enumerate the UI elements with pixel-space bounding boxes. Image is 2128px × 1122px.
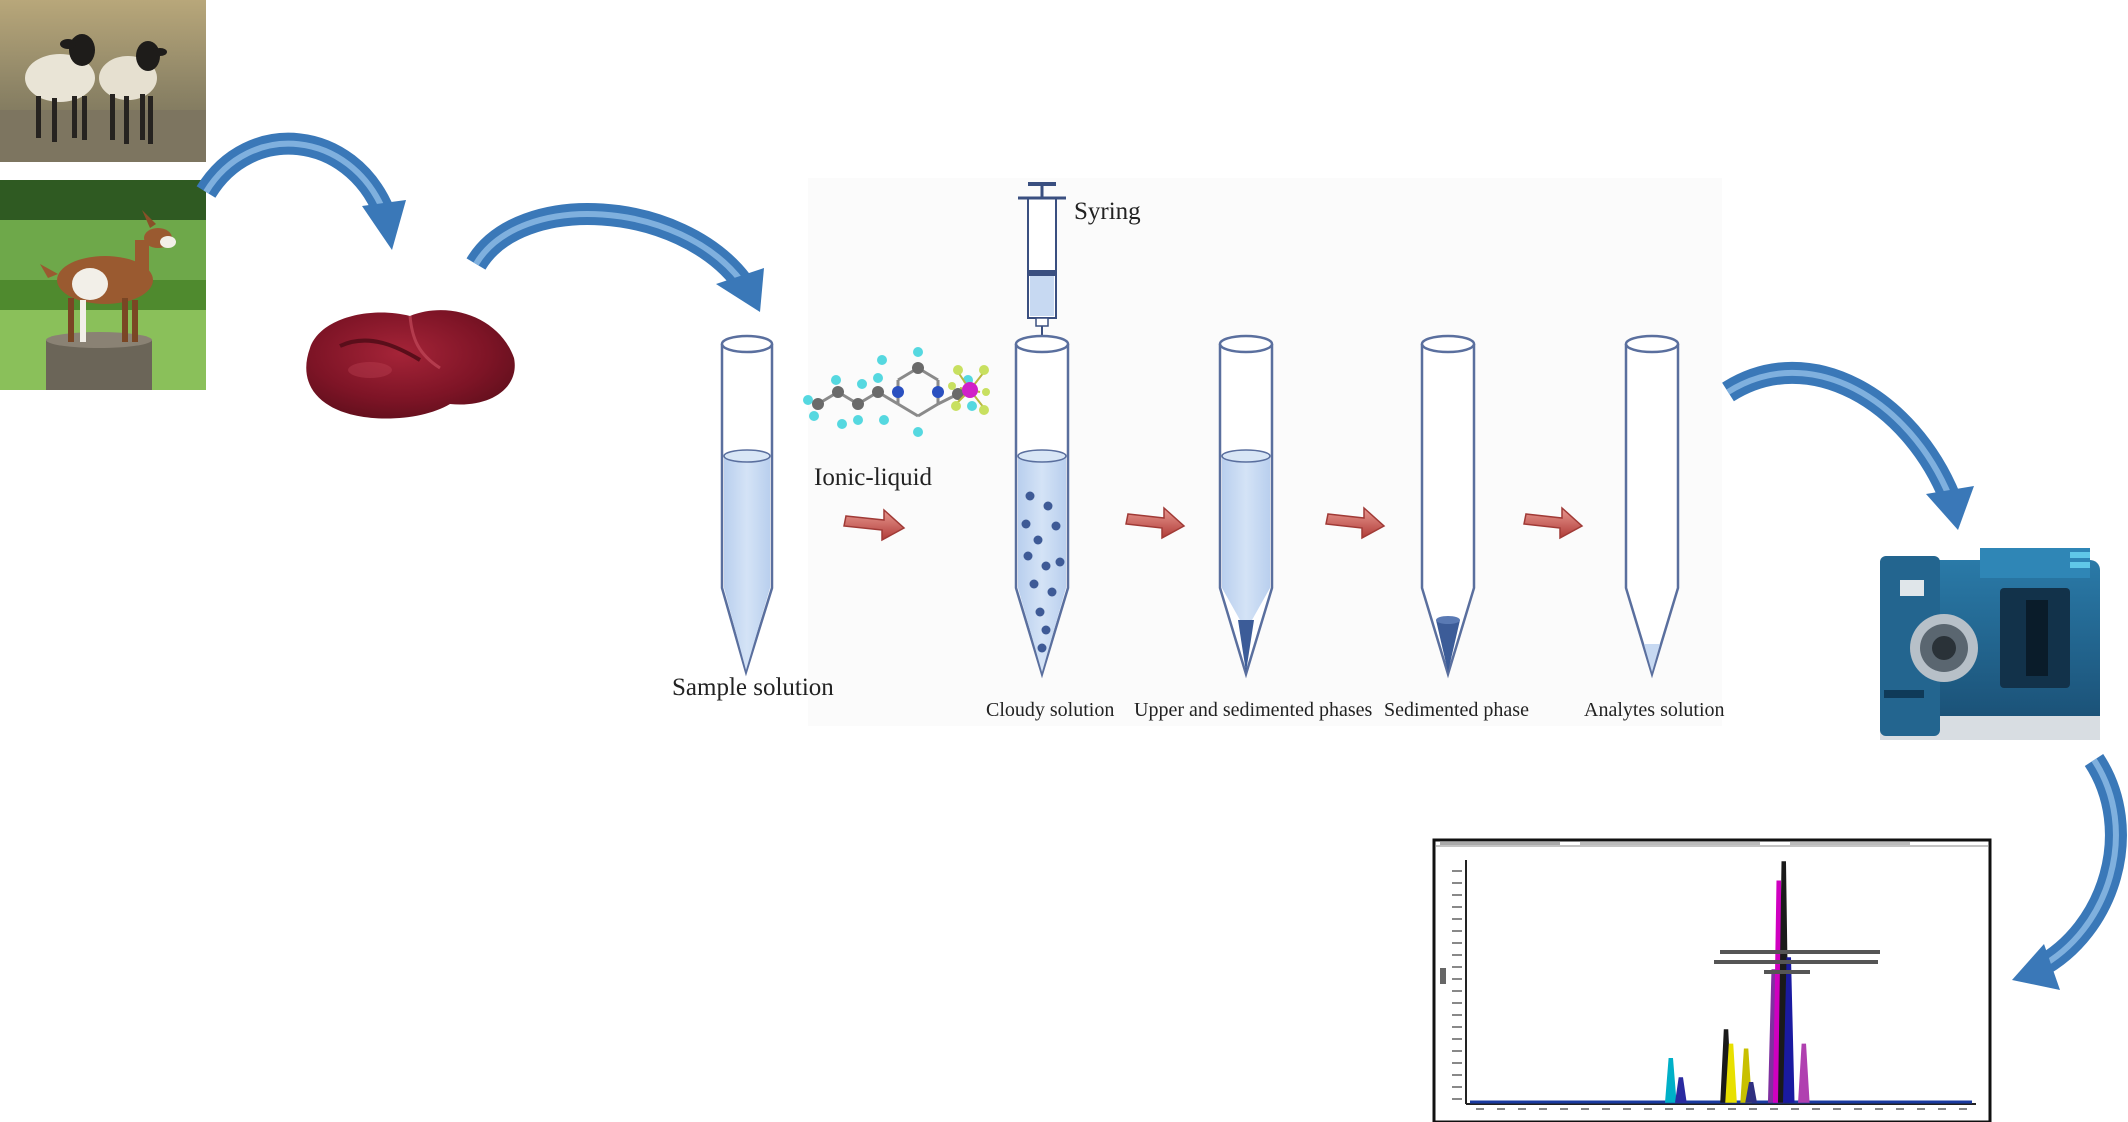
ionic-liquid-molecule — [803, 347, 977, 437]
y-tick — [1452, 1062, 1462, 1064]
x-tick — [1539, 1108, 1547, 1110]
x-tick — [1812, 1108, 1820, 1110]
flow-arrow-to-chromatogram — [2012, 753, 2127, 990]
x-tick — [1602, 1108, 1610, 1110]
x-tick — [1497, 1108, 1505, 1110]
liver-sample-image — [300, 288, 520, 428]
cloudy-solution-label: Cloudy solution — [986, 699, 1115, 721]
y-tick — [1452, 942, 1462, 944]
flow-arrow-liver-to-tube — [466, 203, 764, 312]
tube-upper-sedimented — [1218, 334, 1274, 679]
y-tick — [1452, 918, 1462, 920]
y-tick — [1452, 882, 1462, 884]
step-arrow-2 — [1125, 506, 1186, 540]
x-tick — [1686, 1108, 1694, 1110]
y-tick — [1452, 1050, 1462, 1052]
pf6-anion — [948, 365, 990, 415]
y-tick — [1452, 978, 1462, 980]
step-arrow-1 — [843, 508, 906, 542]
tube-analytes-solution — [1624, 334, 1680, 679]
chromatogram-legend-text — [1714, 950, 1880, 974]
y-tick — [1452, 1098, 1462, 1100]
sheep-photo — [0, 0, 206, 162]
y-tick — [1452, 966, 1462, 968]
y-tick — [1452, 1002, 1462, 1004]
y-tick — [1452, 1074, 1462, 1076]
x-tick — [1854, 1108, 1862, 1110]
chromatogram-peak — [1745, 1082, 1758, 1103]
y-tick — [1452, 1086, 1462, 1088]
x-tick — [1560, 1108, 1568, 1110]
analytes-solution-label: Analytes solution — [1584, 699, 1725, 721]
x-tick — [1623, 1108, 1631, 1110]
x-tick — [1938, 1108, 1946, 1110]
chromatogram — [1432, 838, 1992, 1122]
step-arrow-4 — [1523, 506, 1584, 540]
sample-solution-label: Sample solution — [672, 674, 834, 701]
syringe-label: Syring — [1074, 198, 1141, 225]
chromatogram-peak — [1725, 1043, 1737, 1103]
upper-sedimented-label: Upper and sedimented phases — [1134, 699, 1373, 721]
x-tick — [1707, 1108, 1715, 1110]
y-tick — [1452, 1038, 1462, 1040]
sedimented-phase-label: Sedimented phase — [1384, 699, 1529, 721]
x-tick — [1476, 1108, 1484, 1110]
flow-arrow-animals-to-liver — [196, 132, 406, 250]
y-tick — [1452, 990, 1462, 992]
y-tick — [1452, 1014, 1462, 1016]
chromatogram-peak — [1674, 1077, 1687, 1103]
x-tick — [1644, 1108, 1652, 1110]
y-tick — [1452, 906, 1462, 908]
x-tick — [1833, 1108, 1841, 1110]
y-tick — [1452, 954, 1462, 956]
chromatogram-peak — [1664, 1058, 1677, 1103]
x-tick — [1770, 1108, 1778, 1110]
flow-arrow-to-instrument — [1722, 362, 1974, 530]
x-tick — [1518, 1108, 1526, 1110]
step-arrow-3 — [1325, 506, 1386, 540]
chromatogram-peak — [1783, 957, 1795, 1103]
x-tick — [1749, 1108, 1757, 1110]
x-tick — [1959, 1108, 1967, 1110]
y-tick — [1452, 930, 1462, 932]
tube-sedimented-phase — [1420, 334, 1476, 679]
x-tick — [1896, 1108, 1904, 1110]
ionic-liquid-label: Ionic-liquid — [814, 464, 933, 491]
x-tick — [1875, 1108, 1883, 1110]
x-tick — [1791, 1108, 1799, 1110]
x-tick — [1581, 1108, 1589, 1110]
tube-cloudy-solution — [1014, 334, 1070, 679]
x-tick — [1917, 1108, 1925, 1110]
x-tick — [1728, 1108, 1736, 1110]
y-tick — [1452, 894, 1462, 896]
goat-photo — [0, 180, 206, 390]
syringe — [1018, 182, 1066, 380]
chromatogram-peak — [1798, 1043, 1810, 1103]
tube-sample-solution — [720, 334, 774, 677]
y-tick — [1452, 870, 1462, 872]
lc-ms-instrument — [1880, 548, 2100, 740]
x-tick — [1665, 1108, 1673, 1110]
y-tick — [1452, 1026, 1462, 1028]
